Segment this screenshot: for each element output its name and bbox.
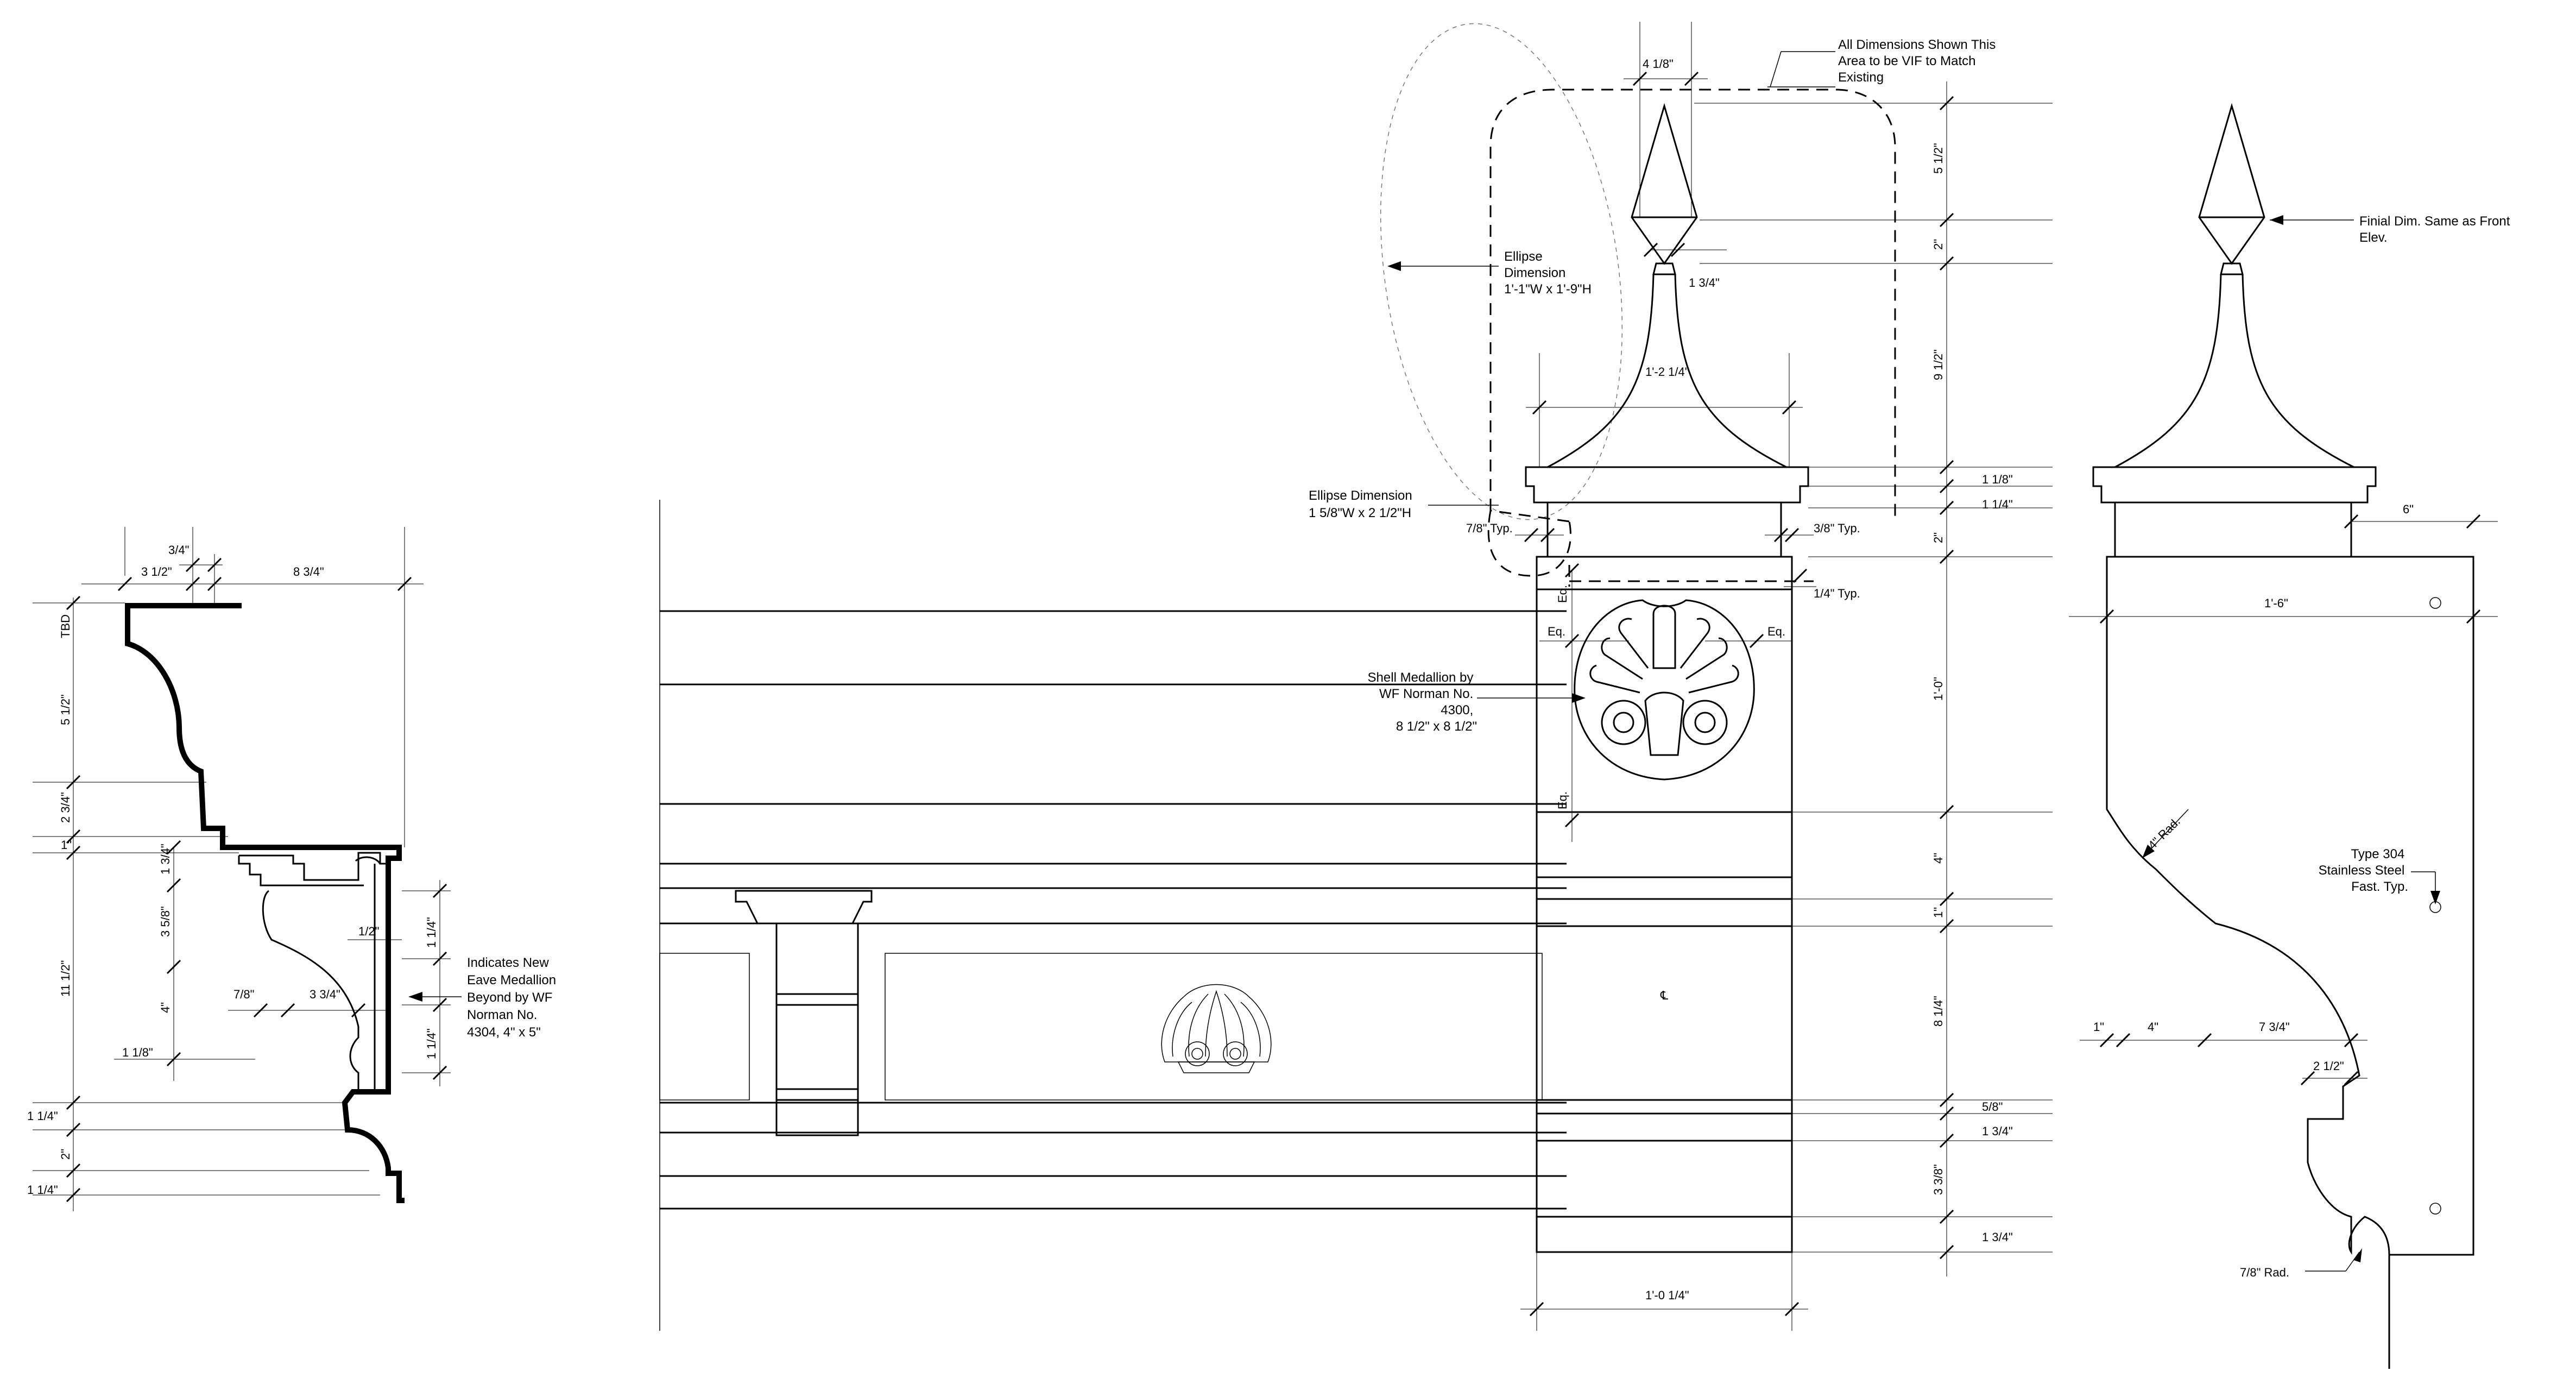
front-dim-right-11: 5/8" [1982,1100,2003,1114]
eave-dim-left-7: 2" [59,1149,72,1160]
eave-dim-left-4: 1" [61,838,72,852]
vif-note: All Dimensions Shown This Area to be VIF… [1838,37,1999,85]
eave-dim-left-5: 11 1/2" [59,960,72,997]
front-eq-1: Eq. [1556,585,1569,603]
eave-dim-inner-8: 1 1/4" [425,917,438,948]
eave-dim-top-1: 3/4" [168,543,189,557]
side-dim-bottom-seven: 7 3/4" [2259,1020,2290,1034]
front-dim-base: 1'-0 1/4" [1645,1288,1689,1302]
front-dim-right-6: 2" [1931,532,1945,543]
side-dim-radius-four: 4" Rad. [2145,814,2183,852]
centerline-symbol: ℄ [1660,989,1669,1002]
shell-medallion-note: Shell Medallion by WF Norman No. 4300, 8… [1368,670,1477,734]
eave-dim-left-2: 5 1/2" [59,694,72,725]
front-dim-right-9: 1" [1931,907,1945,918]
eave-dim-inner-9: 1 1/4" [425,1028,438,1059]
front-dim-top-width: 4 1/8" [1643,57,1674,71]
front-dim-typ-quarter: 1/4" Typ. [1814,587,1860,600]
front-dim-right-4: 1 1/8" [1982,473,2013,486]
front-dim-right-10: 8 1/4" [1931,996,1945,1027]
side-elevation: 6" 1'-6" 4" Rad. 1" 4" 7 3/4" 2 1/2" 7/8… [2069,103,2514,1369]
side-dim-bottom-two: 2 1/2" [2313,1059,2344,1073]
side-dim-radius-small: 7/8" Rad. [2240,1266,2289,1279]
front-eq-2: Eq. [1548,625,1565,638]
eave-dim-inner-1: 1 3/4" [159,844,172,875]
front-dim-right-8: 4" [1931,853,1945,864]
front-elevation: ℄ [1309,22,2053,1331]
eave-medallion-note: Indicates New Eave Medallion Beyond by W… [467,955,560,1040]
shell-medallion [1574,599,1755,781]
front-dim-bell: 1'-2 1/4" [1645,365,1689,379]
eave-dim-inner-6: 3 3/4" [310,988,340,1001]
ellipse-large-note: Ellipse Dimension 1'-1"W x 1'-9"H [1504,249,1592,297]
front-dim-right-2: 2" [1931,239,1945,250]
side-dim-bottom-four: 4" [2148,1020,2158,1034]
front-dim-right-5: 1 1/4" [1982,498,2013,511]
eave-dim-inner-2: 3 5/8" [159,906,172,937]
anthemion-medallion [1161,984,1272,1073]
eave-section: 3/4" 3 1/2" 8 3/4" TBD 5 1/2" 2 3/4" 1" … [27,527,560,1211]
eave-dim-inner-7: 1/2" [358,925,379,938]
side-dim-body-width: 1'-6" [2264,596,2288,610]
frieze-elevation [659,500,1567,1331]
front-dim-right-1: 5 1/2" [1931,143,1945,174]
front-dim-right-12: 1 3/4" [1982,1124,2013,1138]
front-eq-4: Eq. [1767,625,1785,638]
ellipse-small-note: Ellipse Dimension 1 5/8"W x 2 1/2"H [1309,488,1416,520]
eave-profile [125,603,405,1203]
front-dim-right-3: 9 1/2" [1931,349,1945,380]
side-dim-top-offset: 6" [2403,502,2414,516]
eave-dim-top-3: 8 3/4" [293,565,324,578]
front-eq-3: Eq. [1556,791,1569,809]
eave-dim-left-6: 1 1/4" [27,1109,58,1123]
eave-dim-left-1: TBD [59,614,72,638]
steel-note: Type 304 Stainless Steel Fast. Typ. [2319,847,2408,894]
side-dim-bottom-one: 1" [2093,1020,2104,1034]
finial-note: Finial Dim. Same as Front Elev. [2359,214,2514,245]
front-dim-right-7: 1'-0" [1931,677,1945,701]
front-dim-neck: 1 3/4" [1689,276,1720,290]
front-dim-right-13: 3 3/8" [1931,1164,1945,1195]
front-dim-typ-left: 7/8" Typ. [1466,521,1513,535]
eave-dim-left-3: 2 3/4" [59,792,72,823]
eave-dim-inner-4: 1 1/8" [122,1046,153,1059]
front-dim-typ-right: 3/8" Typ. [1814,521,1860,535]
front-dim-right-14: 1 3/4" [1982,1230,2013,1244]
eave-dim-top-2: 3 1/2" [141,565,172,578]
eave-dim-inner-3: 4" [159,1002,172,1013]
eave-dim-inner-5: 7/8" [233,988,254,1001]
eave-dim-left-8: 1 1/4" [27,1183,58,1197]
